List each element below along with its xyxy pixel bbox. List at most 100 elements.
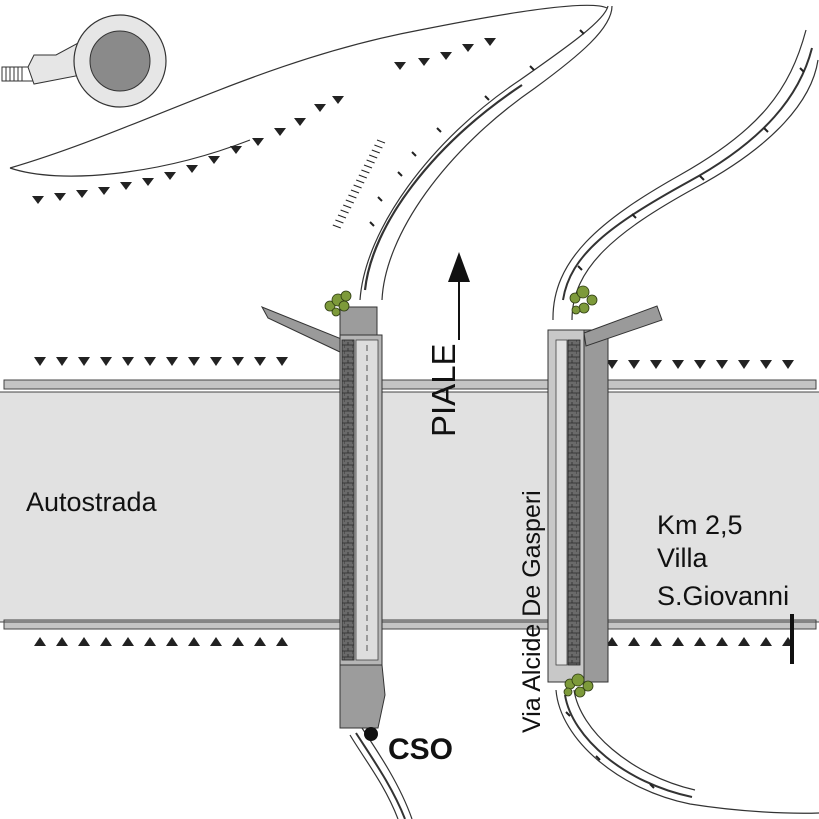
embankment-marker (188, 357, 200, 366)
embankment-marker (188, 637, 200, 646)
embankment-marker (56, 637, 68, 646)
embankment-marker (738, 637, 750, 646)
right-road-south-ticks (565, 711, 655, 789)
embankment-marker (254, 637, 266, 646)
embankment-marker (694, 360, 706, 369)
embankment-marker (78, 357, 90, 366)
embankment-marker (120, 182, 132, 190)
hatch-line (358, 174, 367, 179)
piale-label: PIALE (425, 343, 462, 437)
embankment-marker (276, 637, 288, 646)
left-road-ticks (369, 29, 585, 227)
hatch-line (366, 159, 375, 164)
embankment-south-right (606, 637, 794, 646)
embankment-marker (650, 360, 662, 369)
autostrada-band (0, 379, 819, 630)
hatch-line (371, 149, 380, 154)
embankment-marker (294, 118, 306, 126)
embankment-marker (418, 58, 430, 66)
hatch-line (332, 224, 341, 229)
right-bridge-deck (547, 329, 609, 683)
embankment-north-right (606, 360, 794, 369)
hatch-line (350, 189, 360, 194)
roundabout-icon (1, 14, 167, 108)
hatch-line (345, 199, 354, 204)
left-road-hatching (332, 139, 386, 229)
cso-label: CSO (388, 733, 453, 766)
right-road-north-ticks (577, 67, 805, 271)
embankment-marker (782, 360, 794, 369)
embankment-marker (78, 637, 90, 646)
hatch-line (340, 209, 349, 214)
embankment-marker (34, 357, 46, 366)
embankment-marker (230, 146, 242, 154)
embankment-marker (394, 62, 406, 70)
embankment-marker (54, 193, 66, 201)
embankment-marker (56, 357, 68, 366)
hatch-line (363, 164, 373, 169)
embankment-north-left (34, 357, 288, 366)
embankment-marker (716, 637, 728, 646)
hatch-line (348, 194, 357, 199)
villa-label: Villa (657, 543, 709, 573)
embankment-marker (440, 52, 452, 60)
embankment-marker (210, 637, 222, 646)
hatch-line (374, 144, 383, 149)
shrub-icon (569, 285, 598, 315)
embankment-marker (606, 360, 618, 369)
ramp-embankment (32, 38, 496, 204)
embankment-marker (34, 637, 46, 646)
guardrail-south (3, 619, 817, 630)
northern-ramp (9, 4, 608, 177)
giovanni-label: S.Giovanni (657, 581, 789, 611)
cso-point (364, 727, 378, 741)
embankment-marker (164, 172, 176, 180)
shrub-icon (563, 673, 594, 698)
embankment-marker (144, 357, 156, 366)
hatch-line (335, 219, 344, 224)
embankment-marker (716, 360, 728, 369)
embankment-marker (254, 357, 266, 366)
street-name-label: Via Alcide De Gasperi (518, 490, 546, 733)
right-deck-wall (567, 339, 581, 666)
embankment-marker (314, 104, 326, 112)
hatch-line (361, 169, 370, 174)
embankment-south-left (34, 637, 288, 646)
embankment-marker (208, 156, 220, 164)
embankment-marker (672, 360, 684, 369)
embankment-marker (276, 357, 288, 366)
embankment-marker (232, 637, 244, 646)
embankment-marker (98, 187, 110, 195)
embankment-marker (462, 44, 474, 52)
km-label: Km 2,5 (657, 510, 743, 540)
embankment-marker (694, 637, 706, 646)
embankment-marker (210, 357, 222, 366)
embankment-marker (100, 637, 112, 646)
hatch-line (343, 204, 352, 209)
shrub-icon (324, 290, 352, 317)
embankment-marker (252, 138, 264, 146)
embankment-marker (484, 38, 496, 46)
hatch-line (353, 184, 362, 189)
embankment-marker (628, 360, 640, 369)
hatch-line (369, 154, 378, 159)
embankment-marker (122, 357, 134, 366)
embankment-marker (166, 357, 178, 366)
embankment-marker (332, 96, 344, 104)
hatch-line (376, 139, 386, 144)
embankment-marker (100, 357, 112, 366)
embankment-marker (628, 637, 640, 646)
embankment-marker (76, 190, 88, 198)
embankment-marker (738, 360, 750, 369)
embankment-marker (166, 637, 178, 646)
autostrada-label: Autostrada (26, 487, 158, 517)
embankment-marker (232, 357, 244, 366)
right-road-north (552, 29, 819, 321)
embankment-marker (186, 165, 198, 173)
embankment-marker (144, 637, 156, 646)
embankment-marker (32, 196, 44, 204)
embankment-marker (606, 637, 618, 646)
embankment-marker (142, 178, 154, 186)
embankment-marker (760, 637, 772, 646)
